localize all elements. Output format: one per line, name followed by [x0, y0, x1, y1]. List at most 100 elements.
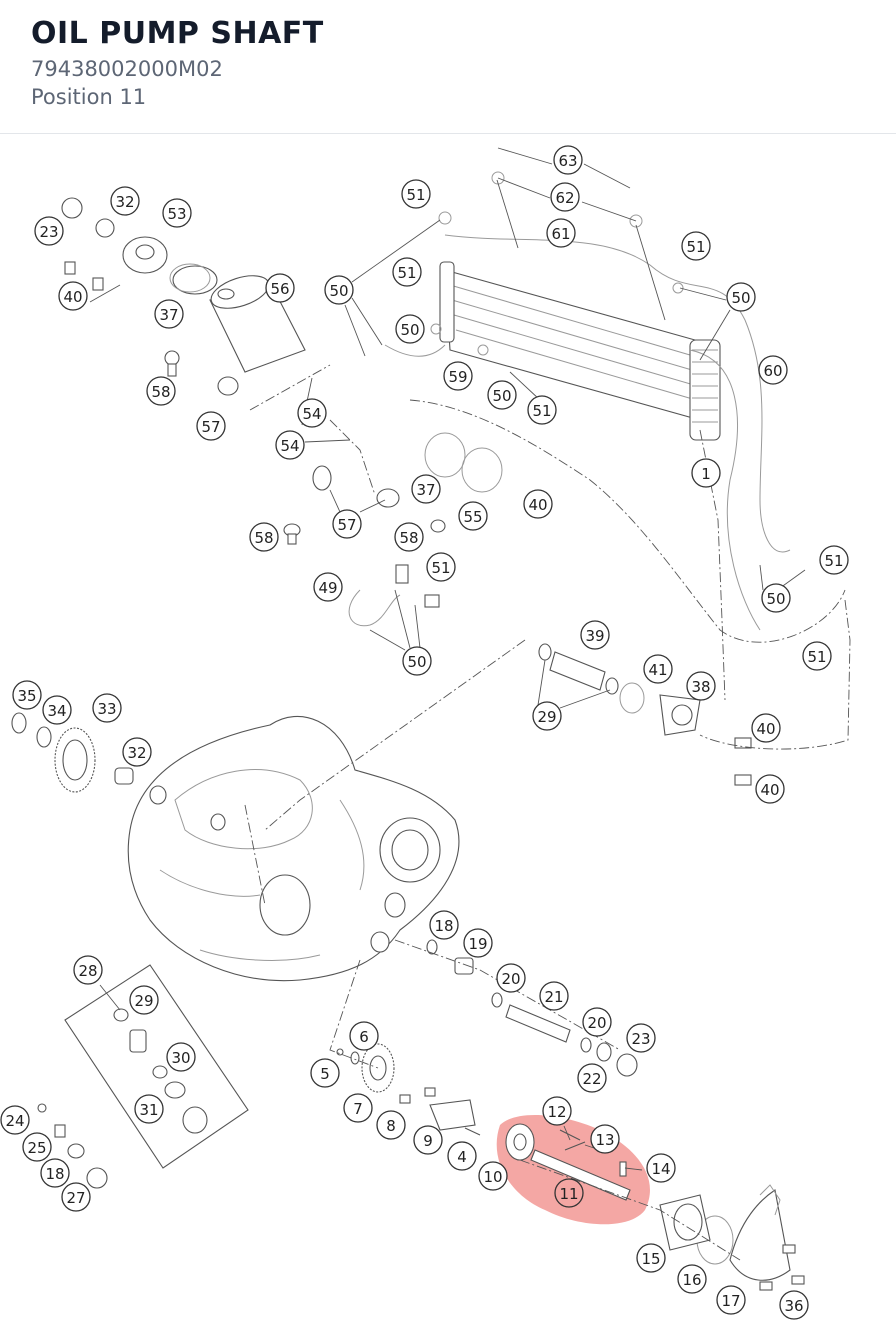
callout-40[interactable]: 40 [755, 774, 785, 804]
pump-shaft-21 [491, 992, 638, 1077]
filter-cover [61, 197, 168, 291]
callout-55[interactable]: 55 [458, 501, 488, 531]
callout-50[interactable]: 50 [487, 380, 517, 410]
callout-57[interactable]: 57 [332, 509, 362, 539]
callout-54[interactable]: 54 [297, 398, 327, 428]
callout-14[interactable]: 14 [646, 1153, 676, 1183]
callout-label: 32 [115, 193, 134, 211]
callout-59[interactable]: 59 [443, 361, 473, 391]
callout-63[interactable]: 63 [553, 145, 583, 175]
callout-circle [819, 545, 849, 575]
callout-18[interactable]: 18 [429, 910, 459, 940]
callout-22[interactable]: 22 [577, 1063, 607, 1093]
callout-50[interactable]: 50 [324, 275, 354, 305]
callout-60[interactable]: 60 [758, 355, 788, 385]
callout-7[interactable]: 7 [343, 1093, 373, 1123]
callout-label: 13 [595, 1131, 614, 1149]
callout-50[interactable]: 50 [726, 282, 756, 312]
callout-41[interactable]: 41 [643, 654, 673, 684]
callout-6[interactable]: 6 [349, 1021, 379, 1051]
callout-label: 35 [17, 687, 36, 705]
callout-1[interactable]: 1 [691, 458, 721, 488]
callout-37[interactable]: 37 [411, 474, 441, 504]
callout-circle [129, 985, 159, 1015]
callout-61[interactable]: 61 [546, 218, 576, 248]
screen-plugs [164, 350, 446, 545]
gear-6 [336, 1043, 395, 1093]
callout-51[interactable]: 51 [392, 257, 422, 287]
callout-56[interactable]: 56 [265, 273, 295, 303]
callout-58[interactable]: 58 [394, 522, 424, 552]
callout-51[interactable]: 51 [802, 641, 832, 671]
callout-5[interactable]: 5 [310, 1058, 340, 1088]
callout-23[interactable]: 23 [34, 216, 64, 246]
callout-circle [590, 1124, 620, 1154]
callout-15[interactable]: 15 [636, 1243, 666, 1273]
callout-17[interactable]: 17 [716, 1285, 746, 1315]
callout-51[interactable]: 51 [426, 552, 456, 582]
callout-circle [73, 955, 103, 985]
callout-circle [310, 1058, 340, 1088]
callout-30[interactable]: 30 [166, 1042, 196, 1072]
callout-20[interactable]: 20 [582, 1007, 612, 1037]
callout-40[interactable]: 40 [751, 713, 781, 743]
callout-16[interactable]: 16 [677, 1264, 707, 1294]
callout-21[interactable]: 21 [539, 981, 569, 1011]
callout-circle [542, 1096, 572, 1126]
callout-35[interactable]: 35 [12, 680, 42, 710]
callout-label: 54 [302, 405, 321, 423]
callout-58[interactable]: 58 [249, 522, 279, 552]
callout-34[interactable]: 34 [42, 695, 72, 725]
callout-51[interactable]: 51 [681, 231, 711, 261]
callout-11[interactable]: 11 [554, 1178, 584, 1208]
callout-31[interactable]: 31 [134, 1094, 164, 1124]
callout-39[interactable]: 39 [580, 620, 610, 650]
callout-10[interactable]: 10 [478, 1161, 508, 1191]
callout-9[interactable]: 9 [413, 1125, 443, 1155]
callout-37[interactable]: 37 [154, 299, 184, 329]
callout-51[interactable]: 51 [527, 395, 557, 425]
callout-24[interactable]: 24 [0, 1105, 30, 1135]
callout-29[interactable]: 29 [129, 985, 159, 1015]
callout-62[interactable]: 62 [550, 182, 580, 212]
callout-25[interactable]: 25 [22, 1132, 52, 1162]
callout-50[interactable]: 50 [761, 583, 791, 613]
callout-29[interactable]: 29 [532, 701, 562, 731]
callout-20[interactable]: 20 [496, 963, 526, 993]
callout-label: 23 [631, 1030, 650, 1048]
callout-36[interactable]: 36 [779, 1290, 809, 1320]
callout-54[interactable]: 54 [275, 430, 305, 460]
callout-label: 9 [423, 1132, 433, 1150]
callout-53[interactable]: 53 [162, 198, 192, 228]
callout-50[interactable]: 50 [395, 314, 425, 344]
callout-50[interactable]: 50 [402, 646, 432, 676]
callout-circle [532, 701, 562, 731]
callout-label: 57 [337, 516, 356, 534]
callout-19[interactable]: 19 [463, 928, 493, 958]
callout-51[interactable]: 51 [819, 545, 849, 575]
callout-label: 50 [407, 653, 426, 671]
callout-12[interactable]: 12 [542, 1096, 572, 1126]
callout-38[interactable]: 38 [686, 671, 716, 701]
callout-49[interactable]: 49 [313, 572, 343, 602]
callout-circle [686, 671, 716, 701]
callout-58[interactable]: 58 [146, 376, 176, 406]
callout-label: 27 [66, 1189, 85, 1207]
oil-hose-loop [689, 349, 761, 631]
callout-40[interactable]: 40 [523, 489, 553, 519]
callout-4[interactable]: 4 [447, 1141, 477, 1171]
callout-32[interactable]: 32 [122, 737, 152, 767]
callout-8[interactable]: 8 [376, 1110, 406, 1140]
callout-27[interactable]: 27 [61, 1182, 91, 1212]
callout-32[interactable]: 32 [110, 186, 140, 216]
callout-13[interactable]: 13 [590, 1124, 620, 1154]
callout-23[interactable]: 23 [626, 1023, 656, 1053]
callout-33[interactable]: 33 [92, 693, 122, 723]
callout-40[interactable]: 40 [58, 281, 88, 311]
callout-57[interactable]: 57 [196, 411, 226, 441]
callout-18[interactable]: 18 [40, 1158, 70, 1188]
hose-49 [348, 589, 401, 627]
callout-28[interactable]: 28 [73, 955, 103, 985]
callout-51[interactable]: 51 [401, 179, 431, 209]
